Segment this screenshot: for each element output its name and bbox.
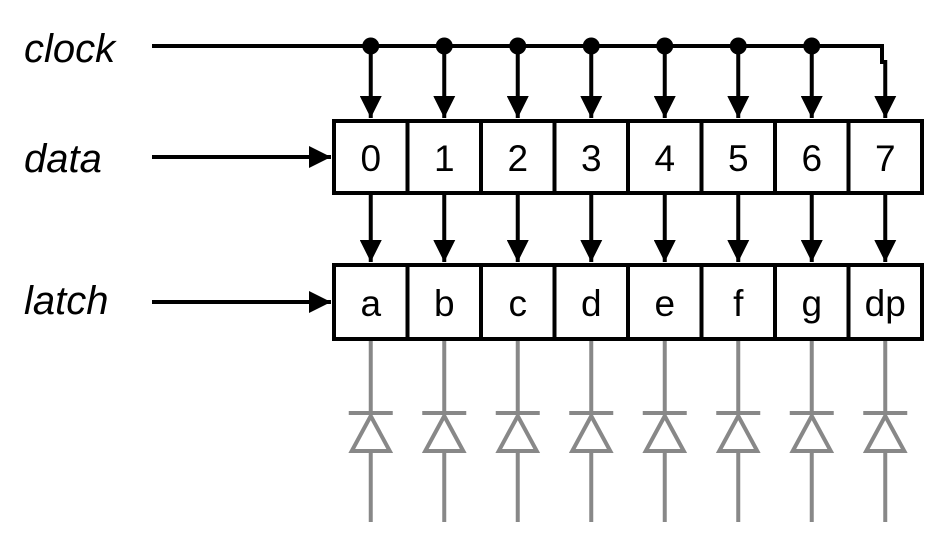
led-diode-icon — [495, 341, 541, 522]
clock-bus-line — [152, 44, 884, 64]
data-register-row: 0 1 2 3 4 5 6 7 — [332, 119, 924, 195]
led-diode-icon — [862, 341, 908, 522]
led-diode-icon — [642, 341, 688, 522]
latch-cell-label: c — [509, 283, 528, 324]
latch-cell-label: f — [733, 283, 744, 324]
led-diode-icon — [715, 341, 761, 522]
data-cell-box — [699, 119, 777, 195]
led-diode-icon — [421, 341, 467, 522]
latch-label: latch — [24, 279, 109, 323]
latch-cell-label: e — [654, 283, 675, 324]
latch-cell-label: dp — [865, 283, 906, 324]
data-cell-label: 1 — [434, 138, 455, 179]
data-cell-label: 4 — [654, 138, 675, 179]
latch-cell-box — [846, 263, 924, 341]
clock-junctions — [362, 37, 821, 55]
led-diode-icon — [568, 341, 614, 522]
data-cell-box — [846, 119, 924, 195]
led-diode-row — [348, 341, 908, 522]
latch-cell-box — [626, 263, 704, 341]
data-label: data — [24, 137, 102, 181]
clock-label: clock — [24, 27, 117, 71]
led-diode-icon — [789, 341, 835, 522]
data-cell-label: 0 — [360, 138, 381, 179]
clock-arrows — [359, 46, 897, 118]
data-cell-label: 7 — [875, 138, 896, 179]
latch-cell-label: b — [434, 283, 455, 324]
transfer-arrows — [359, 193, 897, 262]
data-cell-label: 6 — [801, 138, 822, 179]
latch-cell-label: d — [581, 283, 602, 324]
data-cell-label: 3 — [581, 138, 602, 179]
latch-cell-label: a — [360, 283, 381, 324]
latch-cell-box — [479, 263, 557, 341]
latch-register-row: a b c d e f g dp — [332, 263, 924, 341]
data-cell-label: 5 — [728, 138, 749, 179]
led-diode-icon — [348, 341, 394, 522]
data-cell-label: 2 — [507, 138, 528, 179]
latch-cell-label: g — [801, 283, 822, 324]
